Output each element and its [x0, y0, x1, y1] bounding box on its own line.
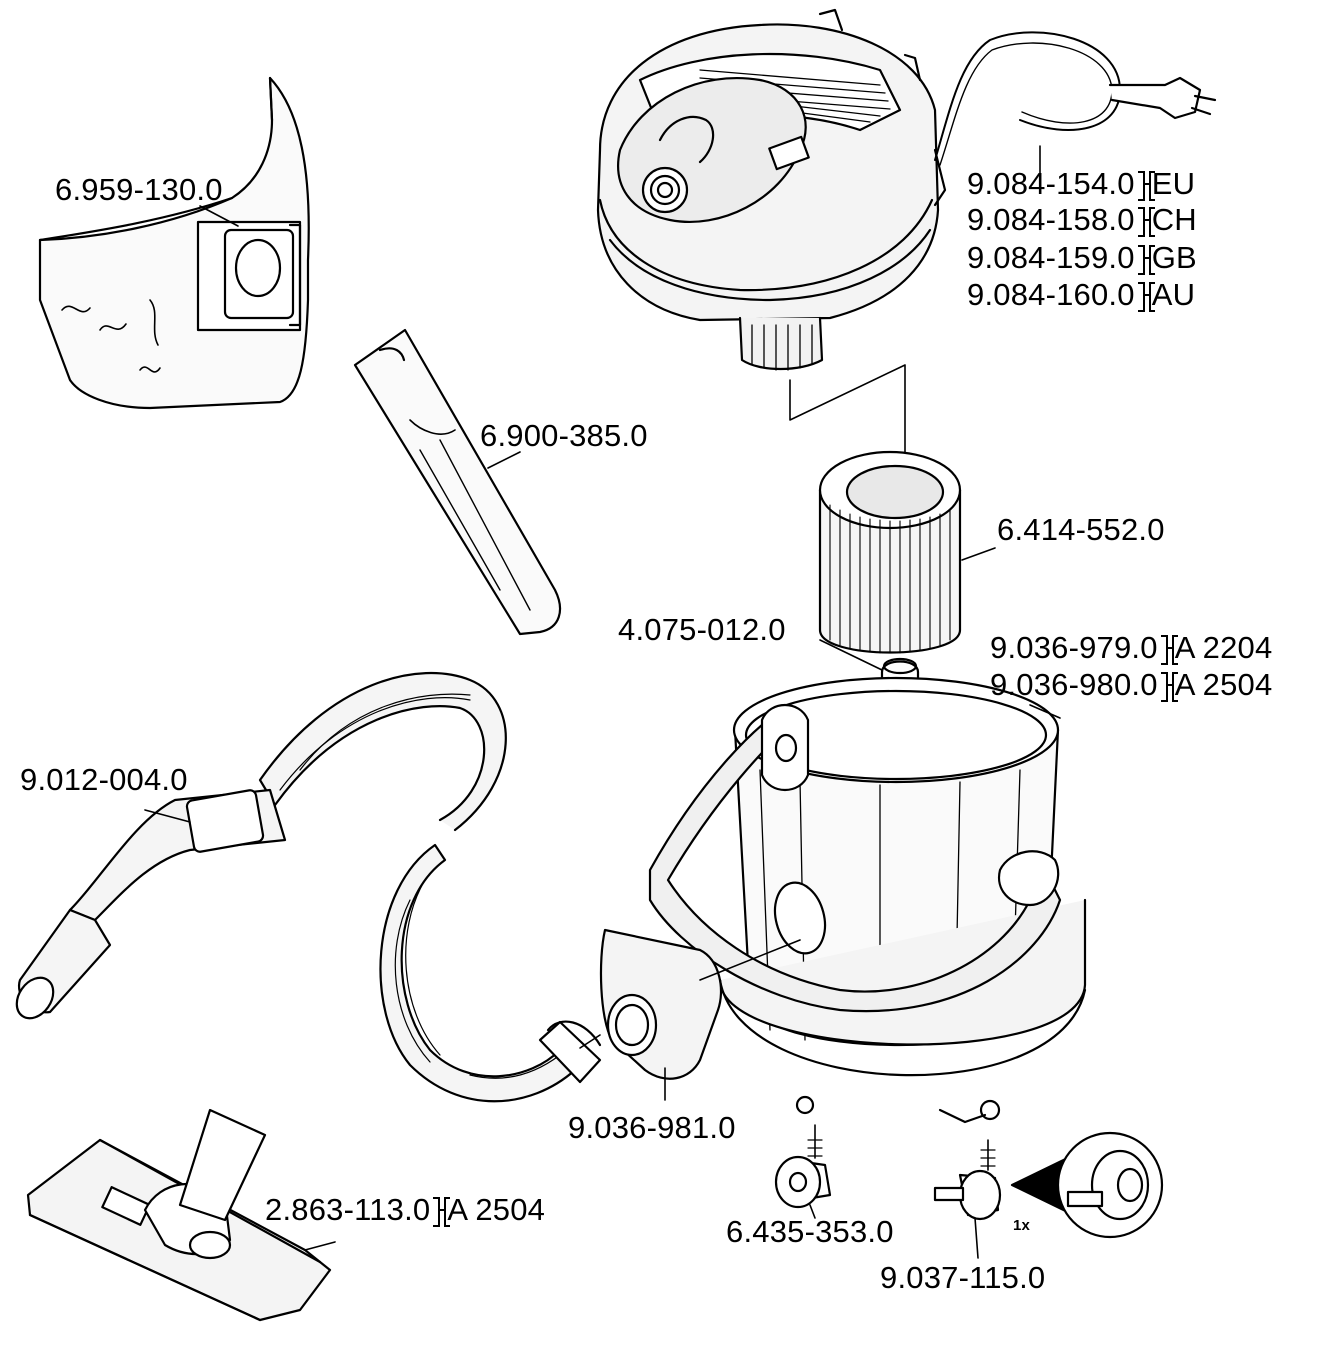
- motor-head-illustration: [596, 8, 947, 371]
- inlet-socket-illustration: [579, 928, 801, 1101]
- label-castor-brake: 9.037-115.0: [880, 1260, 1046, 1295]
- floor-nozzle-model: A 2504: [447, 1192, 546, 1227]
- power-cord-au-part: 9.084-160.0: [967, 277, 1135, 312]
- floor-nozzle-part: 2.863-113.0: [265, 1192, 431, 1227]
- power-cord-gb-region: GB: [1151, 240, 1197, 275]
- label-inlet-socket: 9.036-981.0: [568, 1110, 736, 1145]
- container-a2504-part: 9.036-980.0: [990, 667, 1158, 702]
- label-crevice-nozzle: 6.900-385.0: [480, 418, 648, 453]
- label-power-cord-au: 9.084-160.0 AU: [967, 277, 1195, 313]
- crevice-nozzle-illustration: [353, 328, 562, 636]
- container-a2204-model: A 2204: [1174, 630, 1273, 665]
- motor-filter-leader: [789, 364, 906, 496]
- label-power-cord-eu: 9.084-154.0 EU: [967, 166, 1195, 202]
- power-cord-ch-region: CH: [1151, 202, 1197, 237]
- container-illustration: [648, 676, 1087, 1124]
- label-power-cord-gb: 9.084-159.0 GB: [967, 240, 1197, 276]
- power-cord-gb-part: 9.084-159.0: [967, 240, 1135, 275]
- label-castor: 6.435-353.0: [726, 1214, 894, 1249]
- castor-brake-illustration: [933, 1131, 1164, 1259]
- label-floor-nozzle: 2.863-113.0 A 2504: [265, 1192, 545, 1228]
- power-cord-eu-region: EU: [1151, 166, 1196, 201]
- power-cord-ch-part: 9.084-158.0: [967, 202, 1135, 237]
- castor-illustration: [774, 1124, 832, 1219]
- label-filter-bag: 6.959-130.0: [55, 172, 223, 207]
- label-container-a2504: 9.036-980.0 A 2504: [990, 667, 1272, 703]
- power-cord-illustration: [934, 31, 1217, 176]
- floor-nozzle-illustration: [26, 1108, 336, 1322]
- label-suction-hose: 9.012-004.0: [20, 762, 188, 797]
- label-quantity-note: 1x: [1013, 1217, 1031, 1234]
- label-cartridge-filter: 6.414-552.0: [997, 512, 1165, 547]
- power-cord-eu-part: 9.084-154.0: [967, 166, 1135, 201]
- label-power-cord-ch: 9.084-158.0 CH: [967, 202, 1197, 238]
- container-a2504-model: A 2504: [1174, 667, 1273, 702]
- power-cord-au-region: AU: [1151, 277, 1196, 312]
- container-a2204-part: 9.036-979.0: [990, 630, 1158, 665]
- suction-hose-illustration: [15, 671, 602, 1103]
- cartridge-filter-illustration: [818, 450, 996, 654]
- label-container-a2204: 9.036-979.0 A 2204: [990, 630, 1272, 666]
- label-float: 4.075-012.0: [618, 612, 786, 647]
- filter-bag-illustration: [38, 76, 310, 410]
